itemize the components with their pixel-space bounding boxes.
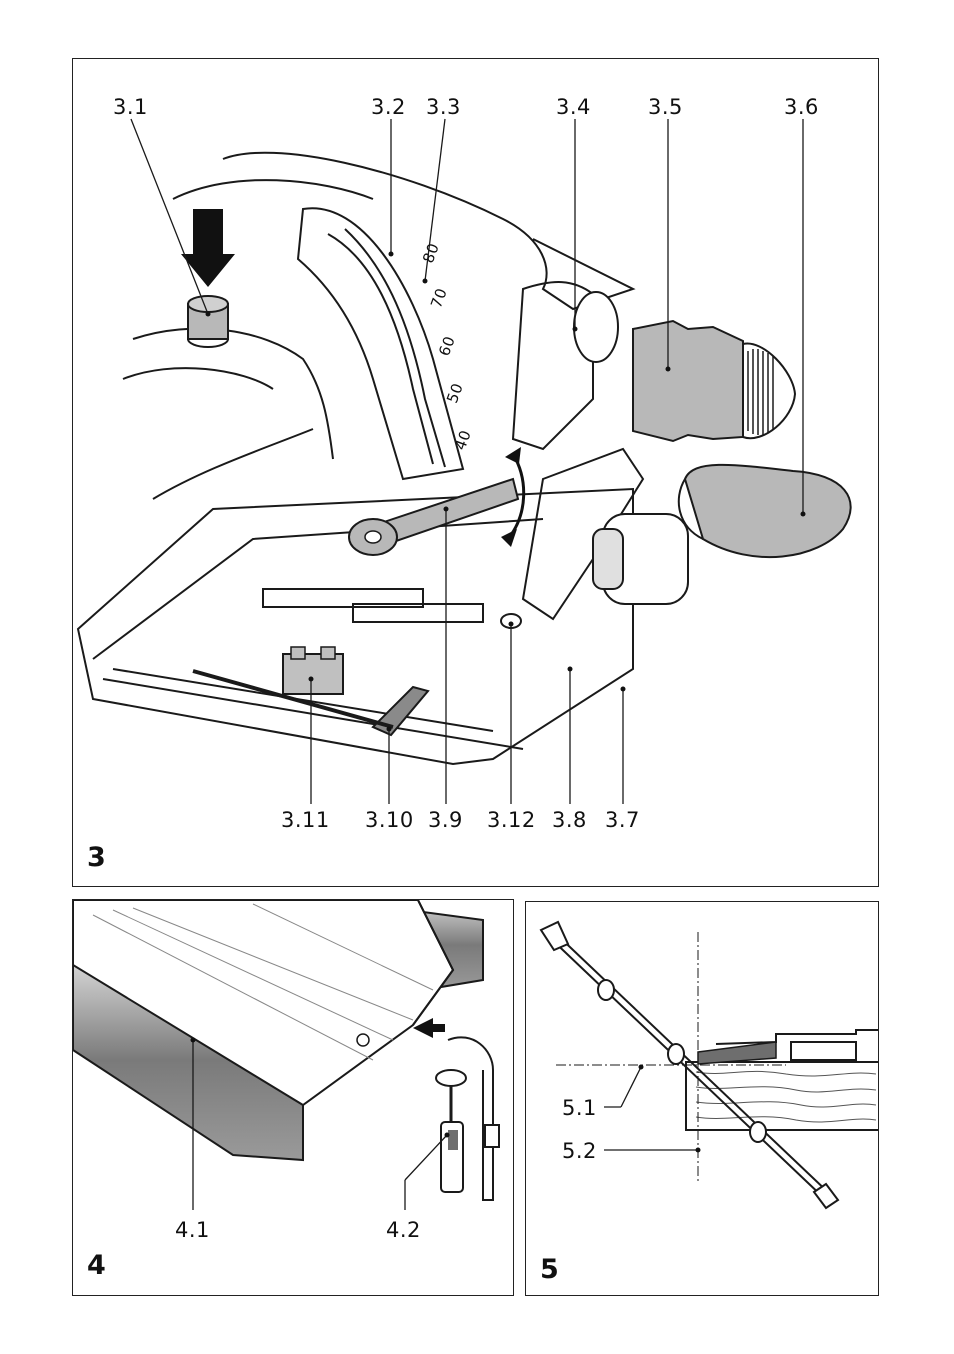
callout-5-2: 5.2 — [562, 1139, 597, 1163]
saw-bevel-illustration — [76, 118, 852, 804]
guide-rail-illustration — [73, 900, 500, 1210]
figure-5-panel: 5.1 5.2 5 — [525, 901, 879, 1296]
figure-number-4: 4 — [87, 1250, 106, 1281]
callout-4-1: 4.1 — [175, 1218, 210, 1242]
figure-number-5: 5 — [540, 1254, 559, 1285]
blade-angle-illustration — [539, 920, 878, 1210]
callout-3-1: 3.1 — [113, 95, 148, 119]
callout-4-2: 4.2 — [386, 1218, 421, 1242]
depth-stop-knob — [181, 209, 235, 348]
callout-3-3: 3.3 — [426, 95, 461, 119]
callout-3-9: 3.9 — [428, 808, 463, 832]
callout-3-10: 3.10 — [365, 808, 414, 832]
callout-3-6: 3.6 — [784, 95, 819, 119]
callout-3-8: 3.8 — [552, 808, 587, 832]
callout-3-11: 3.11 — [281, 808, 330, 832]
callout-3-5: 3.5 — [648, 95, 683, 119]
figure-number-3: 3 — [87, 842, 106, 873]
callout-3-4: 3.4 — [556, 95, 591, 119]
callout-3-7: 3.7 — [605, 808, 640, 832]
callout-5-1: 5.1 — [562, 1096, 597, 1120]
callout-3-2: 3.2 — [371, 95, 406, 119]
figure-3-panel: 80 70 60 50 40 3.1 3.2 3.3 3.4 3.5 3.6 3… — [72, 58, 879, 887]
figure-4-panel: 4.1 4.2 4 — [72, 899, 514, 1296]
callout-3-12: 3.12 — [487, 808, 536, 832]
